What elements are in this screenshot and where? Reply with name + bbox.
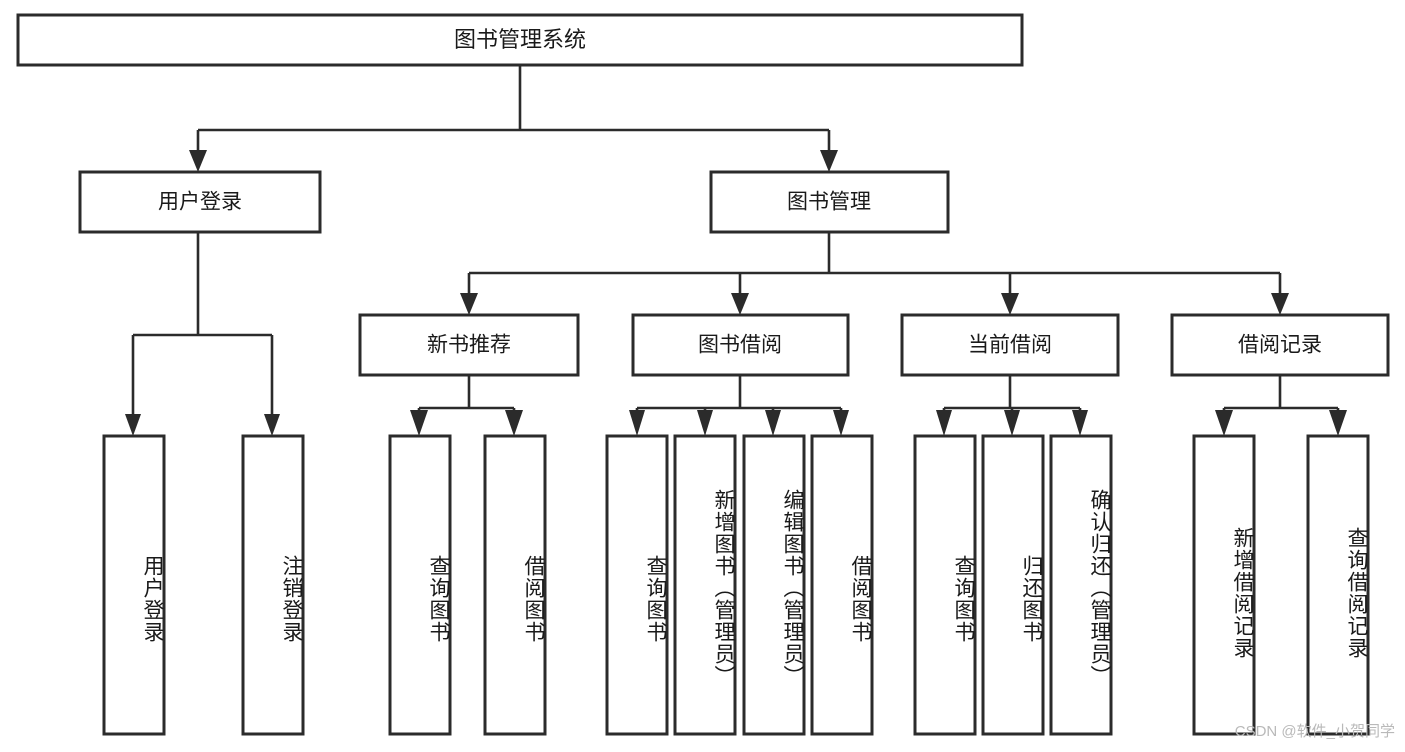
node-user-login[interactable]: 用户登录 bbox=[78, 170, 322, 234]
leaf-boxes bbox=[102, 434, 1370, 736]
node-book-borrow-box[interactable] bbox=[631, 313, 850, 377]
arrow-head-leaf-add-record bbox=[1215, 410, 1233, 436]
leaf-box-add-book[interactable] bbox=[673, 434, 737, 736]
connector-current-borrow-to-leaves bbox=[936, 375, 1088, 436]
leaf-box-confirm-return[interactable] bbox=[1049, 434, 1113, 736]
arrow-head-new-book-recommend bbox=[460, 293, 478, 315]
leaf-box-query-book-1[interactable] bbox=[388, 434, 452, 736]
arrow-head-borrow-record bbox=[1271, 293, 1289, 315]
node-new-book-recommend[interactable]: 新书推荐 bbox=[358, 313, 580, 377]
node-user-login-box[interactable] bbox=[78, 170, 322, 234]
node-user-login-label: 用户登录 bbox=[158, 191, 242, 214]
node-borrow-record-box[interactable] bbox=[1170, 313, 1390, 377]
node-current-borrow-box[interactable] bbox=[900, 313, 1120, 377]
arrow-head-leaf-user-login bbox=[125, 414, 141, 436]
leaf-box-user-logout[interactable] bbox=[241, 434, 305, 736]
arrow-head-leaf-borrow-book-2 bbox=[833, 410, 849, 436]
node-root[interactable]: 图书管理系统 bbox=[16, 13, 1024, 67]
node-root-label: 图书管理系统 bbox=[454, 27, 586, 52]
node-borrow-record[interactable]: 借阅记录 bbox=[1170, 313, 1390, 377]
node-root-box[interactable] bbox=[16, 13, 1024, 67]
arrow-head-leaf-borrow-book-1 bbox=[505, 410, 523, 436]
node-book-manage-label: 图书管理 bbox=[787, 191, 871, 214]
arrow-head-leaf-user-logout bbox=[264, 414, 280, 436]
arrow-head-user-login bbox=[189, 150, 207, 172]
leaf-box-query-record[interactable] bbox=[1306, 434, 1370, 736]
arrow-head-leaf-return-book bbox=[1004, 410, 1020, 436]
connector-borrow-record-to-leaves bbox=[1215, 375, 1347, 436]
node-current-borrow[interactable]: 当前借阅 bbox=[900, 313, 1120, 377]
leaf-box-return-book[interactable] bbox=[981, 434, 1045, 736]
node-new-book-recommend-label: 新书推荐 bbox=[427, 334, 511, 357]
node-book-borrow[interactable]: 图书借阅 bbox=[631, 313, 850, 377]
arrow-head-leaf-query-book-1 bbox=[410, 410, 428, 436]
arrow-head-leaf-query-book-3 bbox=[936, 410, 952, 436]
arrow-head-leaf-confirm-return bbox=[1072, 410, 1088, 436]
arrow-head-leaf-add-book bbox=[697, 410, 713, 436]
leaf-box-add-record[interactable] bbox=[1192, 434, 1256, 736]
connector-root-to-level1 bbox=[189, 65, 838, 172]
node-book-manage[interactable]: 图书管理 bbox=[709, 170, 950, 234]
leaf-box-user-login[interactable] bbox=[102, 434, 166, 736]
leaf-box-borrow-book-2[interactable] bbox=[810, 434, 874, 736]
node-borrow-record-label: 借阅记录 bbox=[1238, 334, 1322, 357]
connector-book-borrow-to-leaves bbox=[629, 375, 849, 436]
connector-book-manage-to-level2 bbox=[460, 232, 1289, 315]
arrow-head-leaf-edit-book bbox=[765, 410, 781, 436]
node-book-manage-box[interactable] bbox=[709, 170, 950, 234]
leaf-box-query-book-3[interactable] bbox=[913, 434, 977, 736]
arrow-head-book-manage bbox=[820, 150, 838, 172]
arrow-head-leaf-query-book-2 bbox=[629, 410, 645, 436]
connector-user-login-to-leaves bbox=[125, 232, 280, 436]
arrow-head-current-borrow bbox=[1001, 293, 1019, 315]
leaf-box-borrow-book-1[interactable] bbox=[483, 434, 547, 736]
connector-new-book-recommend-to-leaves bbox=[410, 375, 523, 436]
leaf-box-edit-book[interactable] bbox=[742, 434, 806, 736]
node-new-book-recommend-box[interactable] bbox=[358, 313, 580, 377]
leaf-box-query-book-2[interactable] bbox=[605, 434, 669, 736]
node-book-borrow-label: 图书借阅 bbox=[698, 334, 782, 357]
arrow-head-book-borrow bbox=[731, 293, 749, 315]
arrow-head-leaf-query-record bbox=[1329, 410, 1347, 436]
node-current-borrow-label: 当前借阅 bbox=[968, 334, 1052, 357]
